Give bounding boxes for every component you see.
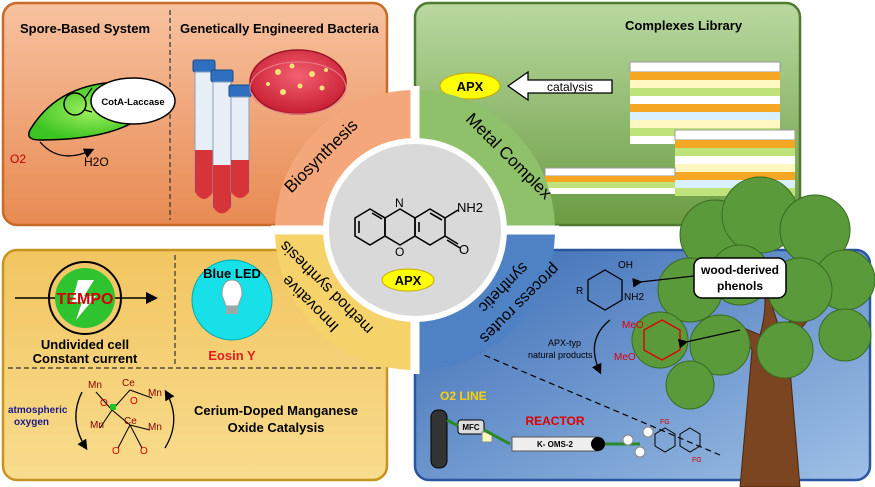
o-label-3: O (112, 446, 120, 457)
meo-label-2: MeO (614, 352, 636, 363)
mn-label-4: Mn (148, 422, 162, 433)
catalysis-arrow (506, 70, 613, 102)
catalyst-cluster-icon (95, 389, 153, 449)
reactor-label: REACTOR (525, 414, 584, 428)
meo-label-1: MeO (622, 320, 644, 331)
product-label: H2O (84, 155, 109, 169)
wood-phenols-line1: wood-derived (700, 263, 779, 277)
outlet-icon (591, 437, 605, 451)
oxygen-source-line1: atmospheric (8, 405, 68, 416)
apx-type-line1: APX-typ (548, 338, 581, 348)
mn-label-2: Mn (148, 388, 162, 399)
fg-label-2: FG (692, 457, 702, 464)
aminophenol-structure (587, 269, 623, 311)
ring-nitrogen: N (395, 196, 404, 210)
biosynthesis-panel: Spore-Based System Genetically Engineere… (1, 1, 389, 227)
reactant-label: O2 (10, 152, 26, 166)
r-label: R (576, 286, 583, 297)
complexes-library-title: Complexes Library (625, 18, 743, 33)
amine-label: NH2 (457, 200, 483, 215)
cell-type-label: Undivided cell (41, 337, 129, 352)
lightning-icon (72, 280, 96, 320)
eosin-label: Eosin Y (208, 348, 256, 363)
apx-type-line2: natural products (528, 350, 593, 360)
ce-label-2: Ce (124, 416, 137, 427)
petri-dish-icon (249, 49, 347, 115)
nh2-label-process: NH2 (624, 292, 644, 303)
tempo-label: TEMPO (57, 291, 114, 308)
reaction-arrow (39, 141, 95, 159)
test-tubes-icon (192, 59, 252, 214)
catalyst-title-line1: Cerium-Doped Manganese (194, 403, 358, 418)
o-label-1: O (100, 398, 108, 409)
spore-system-title: Spore-Based System (20, 21, 150, 36)
carbonyl-label: O (459, 242, 469, 257)
methoxyphenol-structure (643, 319, 681, 361)
o2-cylinder-icon (430, 409, 448, 469)
ring-oxygen: O (395, 245, 404, 259)
complex-stack-icon (544, 61, 796, 196)
mn-label-3: Mn (90, 420, 104, 431)
engineered-bacteria-title: Genetically Engineered Bacteria (180, 21, 379, 36)
oh-label: OH (618, 260, 633, 271)
o-label-4: O (140, 446, 148, 457)
mn-label-1: Mn (88, 380, 102, 391)
apx-structure (354, 208, 461, 249)
catalyst-title-line2: Oxide Catalysis (228, 420, 325, 435)
wood-phenols-line2: phenols (717, 279, 763, 293)
led-label: Blue LED (203, 266, 261, 281)
oxygen-source-line2: oxygen (14, 417, 49, 428)
innovative-panel: TEMPO Undivided cell Constant current Bl… (1, 248, 389, 482)
current-label: Constant current (33, 351, 138, 366)
mfc-label: MFC (462, 423, 480, 432)
o-label-2: O (130, 396, 138, 407)
o2-line-label: O2 LINE (440, 389, 487, 403)
catalysis-label: catalysis (547, 80, 593, 94)
fg-label-1: FG (660, 419, 670, 426)
koms-label: K- OMS-2 (537, 440, 574, 449)
apx-compound-label: APX (395, 273, 422, 288)
product-molecules-icon (622, 426, 701, 458)
spore-cell-icon (28, 77, 176, 141)
enzyme-label: CotA-Laccase (101, 97, 164, 108)
ce-label-1: Ce (122, 378, 135, 389)
apx-target-label: APX (457, 79, 484, 94)
